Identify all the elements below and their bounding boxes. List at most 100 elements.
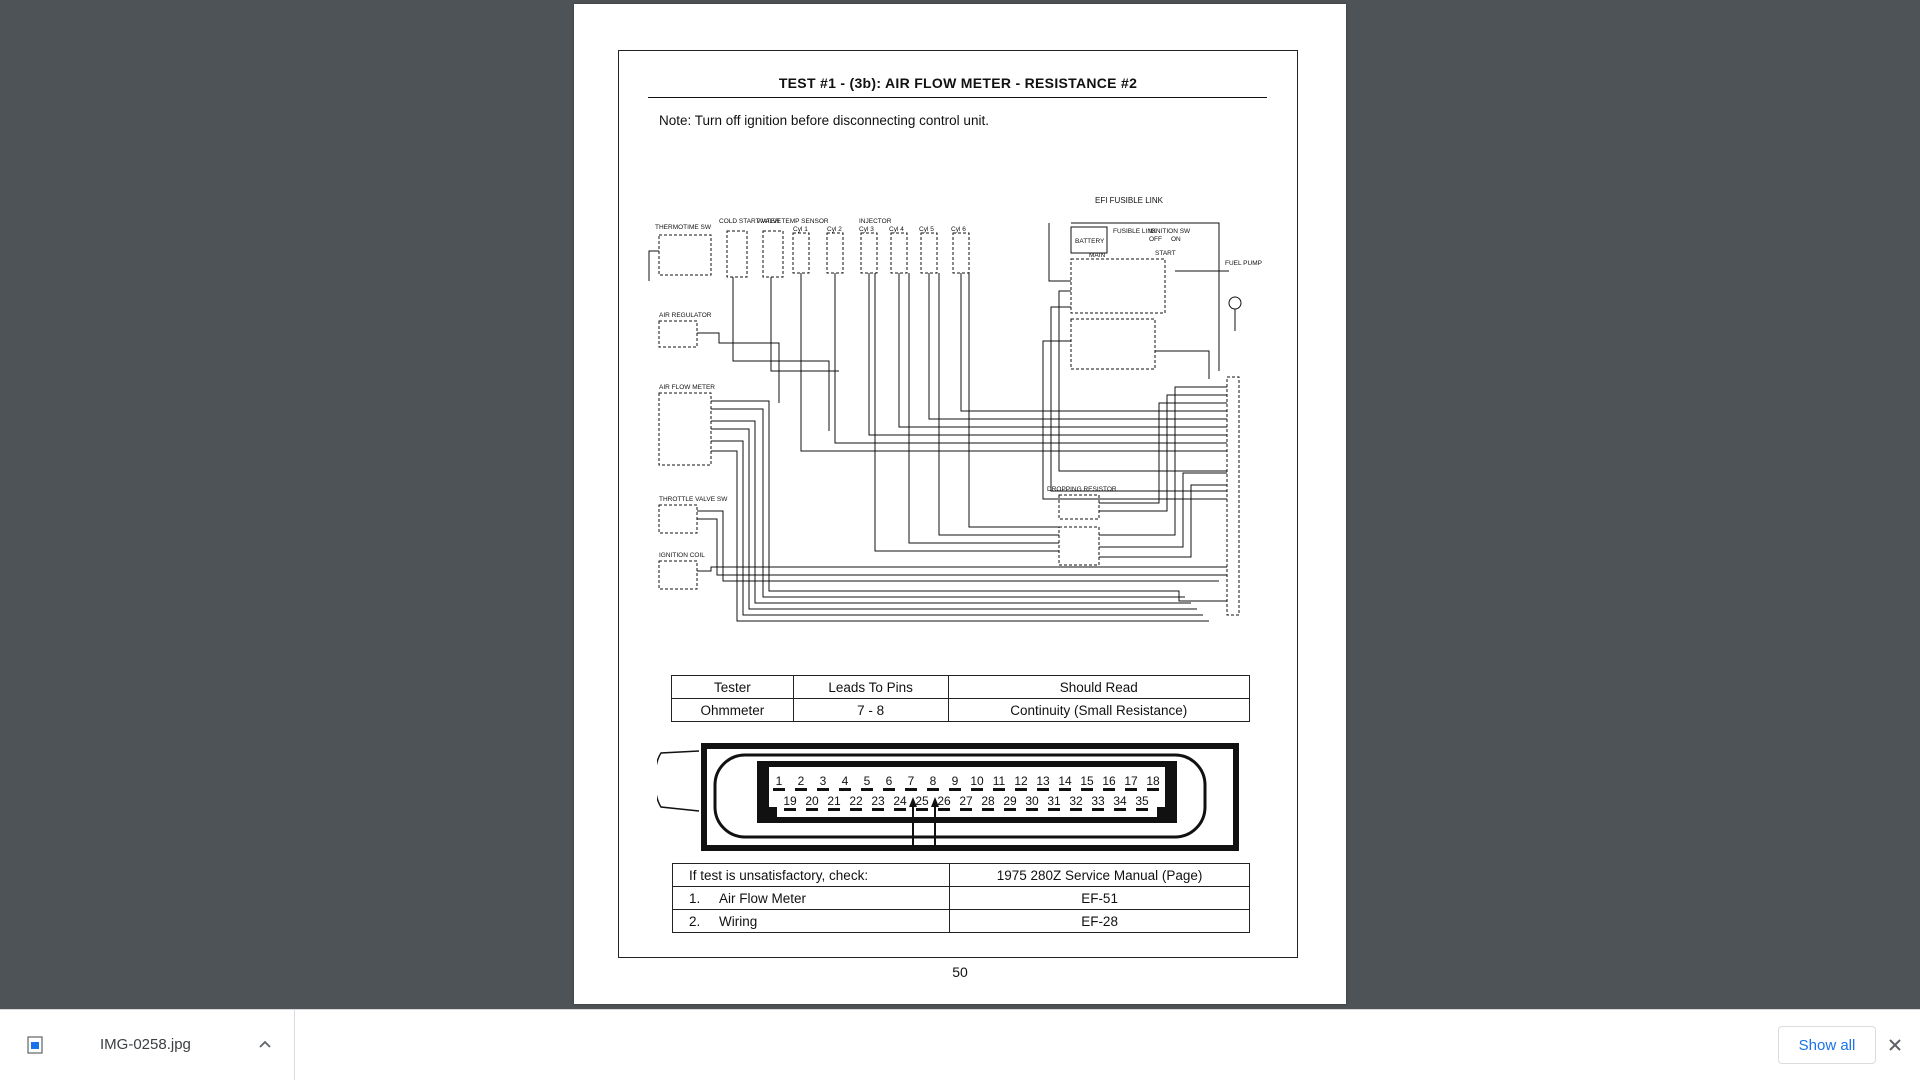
label-on: ON (1171, 236, 1181, 243)
connector-pin-mark (960, 808, 972, 811)
connector-pin-mark (861, 788, 873, 791)
connector-pin-mark (949, 788, 961, 791)
connector-pin-mark (916, 808, 928, 811)
connector-pin-mark (1103, 788, 1115, 791)
check-row-index: 2. (689, 913, 701, 929)
connector-pin-mark (1081, 788, 1093, 791)
image-file-icon (27, 1036, 43, 1054)
connector-pin-mark (1070, 808, 1082, 811)
label-cyl-2: Cyl 2 (827, 226, 842, 233)
show-all-button[interactable]: Show all (1778, 1026, 1876, 1064)
label-water-temp-sensor: WATER TEMP SENSOR (757, 218, 829, 225)
tester-table: Tester Leads To Pins Should Read Ohmmete… (671, 675, 1251, 722)
connector-pin-35: 35 (1135, 794, 1149, 808)
connector-pin-mark (1015, 788, 1027, 791)
connector-pin-23: 23 (871, 794, 885, 808)
page-number: 50 (952, 964, 968, 980)
label-air-regulator: AIR REGULATOR (659, 312, 712, 319)
close-icon[interactable] (1888, 1038, 1902, 1052)
check-row-item: Wiring (719, 913, 758, 929)
connector-pin-mark (1037, 788, 1049, 791)
connector-pin-31: 31 (1047, 794, 1061, 808)
connector-pin-mark (850, 808, 862, 811)
connector-pin-mark (905, 788, 917, 791)
label-cyl-3: Cyl 3 (859, 226, 874, 233)
connector-pin-mark (982, 808, 994, 811)
connector-pin-mark (817, 788, 829, 791)
download-bar: IMG-0258.jpg Show all (0, 1009, 1920, 1080)
tester-header-should-read: Should Read (947, 675, 1251, 699)
connector-pin-24: 24 (893, 794, 907, 808)
check-row: 1. Air Flow Meter EF-51 (671, 886, 1250, 910)
label-efi-fusible-link: EFI FUSIBLE LINK (1095, 196, 1164, 205)
connector-pin-mark (927, 788, 939, 791)
label-main: MAIN (1089, 252, 1106, 259)
connector-pin-30: 30 (1025, 794, 1039, 808)
label-start: START (1155, 250, 1176, 257)
connector-pin-mark (971, 788, 983, 791)
connector-pin-7: 7 (908, 774, 915, 788)
check-header-right: 1975 280Z Service Manual (Page) (949, 863, 1250, 887)
connector-pin-mark (1026, 808, 1038, 811)
connector-pin-mark (1092, 808, 1104, 811)
label-injector: INJECTOR (859, 218, 892, 225)
check-row-index: 1. (689, 890, 701, 906)
connector-pin-mark (1114, 808, 1126, 811)
check-header-left: If test is unsatisfactory, check: (671, 863, 951, 887)
connector-pin-27: 27 (959, 794, 973, 808)
connector-pin-2: 2 (798, 774, 805, 788)
connector-pin-34: 34 (1113, 794, 1127, 808)
connector-pin-14: 14 (1058, 774, 1072, 788)
connector-pin-mark (1136, 808, 1148, 811)
label-throttle-valve-sw: THROTTLE VALVE SW (659, 496, 728, 503)
label-ignition-coil: IGNITION COIL (659, 552, 705, 559)
connector-pin-20: 20 (805, 794, 819, 808)
connector-pin-33: 33 (1091, 794, 1105, 808)
connector-pin-22: 22 (849, 794, 863, 808)
tester-cell-tester: Ohmmeter (671, 698, 794, 722)
connector-pin-mark (1059, 788, 1071, 791)
label-air-flow-meter: AIR FLOW METER (659, 384, 715, 391)
tester-table-header: Tester Leads To Pins Should Read (671, 675, 1251, 699)
label-cold-start-valve: COLD START VALVE (719, 218, 782, 225)
wiring-diagram: EFI FUSIBLE LINK BATTERY FUSIBLE LINK IG… (648, 196, 1262, 622)
check-table: If test is unsatisfactory, check: 1975 2… (671, 863, 1250, 933)
connector-pin-mark (1125, 788, 1137, 791)
connector-pin-25: 25 (915, 794, 929, 808)
document-frame: TEST #1 - (3b): AIR FLOW METER - RESISTA… (618, 50, 1298, 958)
connector-pin-12: 12 (1014, 774, 1028, 788)
title-rule (648, 97, 1267, 98)
check-row-page: EF-51 (949, 886, 1250, 910)
connector-pin-5: 5 (864, 774, 871, 788)
connector-pin-mark (1004, 808, 1016, 811)
connector-pin-mark (795, 788, 807, 791)
connector-pin-17: 17 (1124, 774, 1138, 788)
connector-pin-mark (806, 808, 818, 811)
download-item[interactable]: IMG-0258.jpg (0, 1010, 295, 1080)
connector-pin-1: 1 (776, 774, 783, 788)
connector-pin-19: 19 (783, 794, 797, 808)
document-note: Note: Turn off ignition before disconnec… (659, 113, 989, 128)
chevron-up-icon[interactable] (258, 1038, 272, 1052)
label-cyl-6: Cyl 6 (951, 226, 966, 233)
connector-pin-mark (1048, 808, 1060, 811)
connector-pin-mark (872, 808, 884, 811)
tester-cell-should-read: Continuity (Small Resistance) (947, 698, 1251, 722)
check-row: 2. Wiring EF-28 (671, 909, 1250, 933)
label-thermotime-sw: THERMOTIME SW (655, 224, 712, 231)
connector-pin-18: 18 (1146, 774, 1160, 788)
connector-pin-8: 8 (930, 774, 937, 788)
connector-pin-13: 13 (1036, 774, 1050, 788)
connector-pin-mark (883, 788, 895, 791)
download-file-name[interactable]: IMG-0258.jpg (100, 1036, 191, 1053)
tester-header-tester: Tester (671, 675, 794, 699)
check-row-page: EF-28 (949, 909, 1250, 933)
tester-table-row: Ohmmeter 7 - 8 Continuity (Small Resista… (671, 698, 1251, 722)
connector-pin-15: 15 (1080, 774, 1094, 788)
tester-cell-leads: 7 - 8 (792, 698, 949, 722)
check-row-item: Air Flow Meter (719, 890, 807, 906)
connector-pin-mark (784, 808, 796, 811)
connector-pin-11: 11 (993, 774, 1006, 788)
connector-pin-21: 21 (827, 794, 841, 808)
